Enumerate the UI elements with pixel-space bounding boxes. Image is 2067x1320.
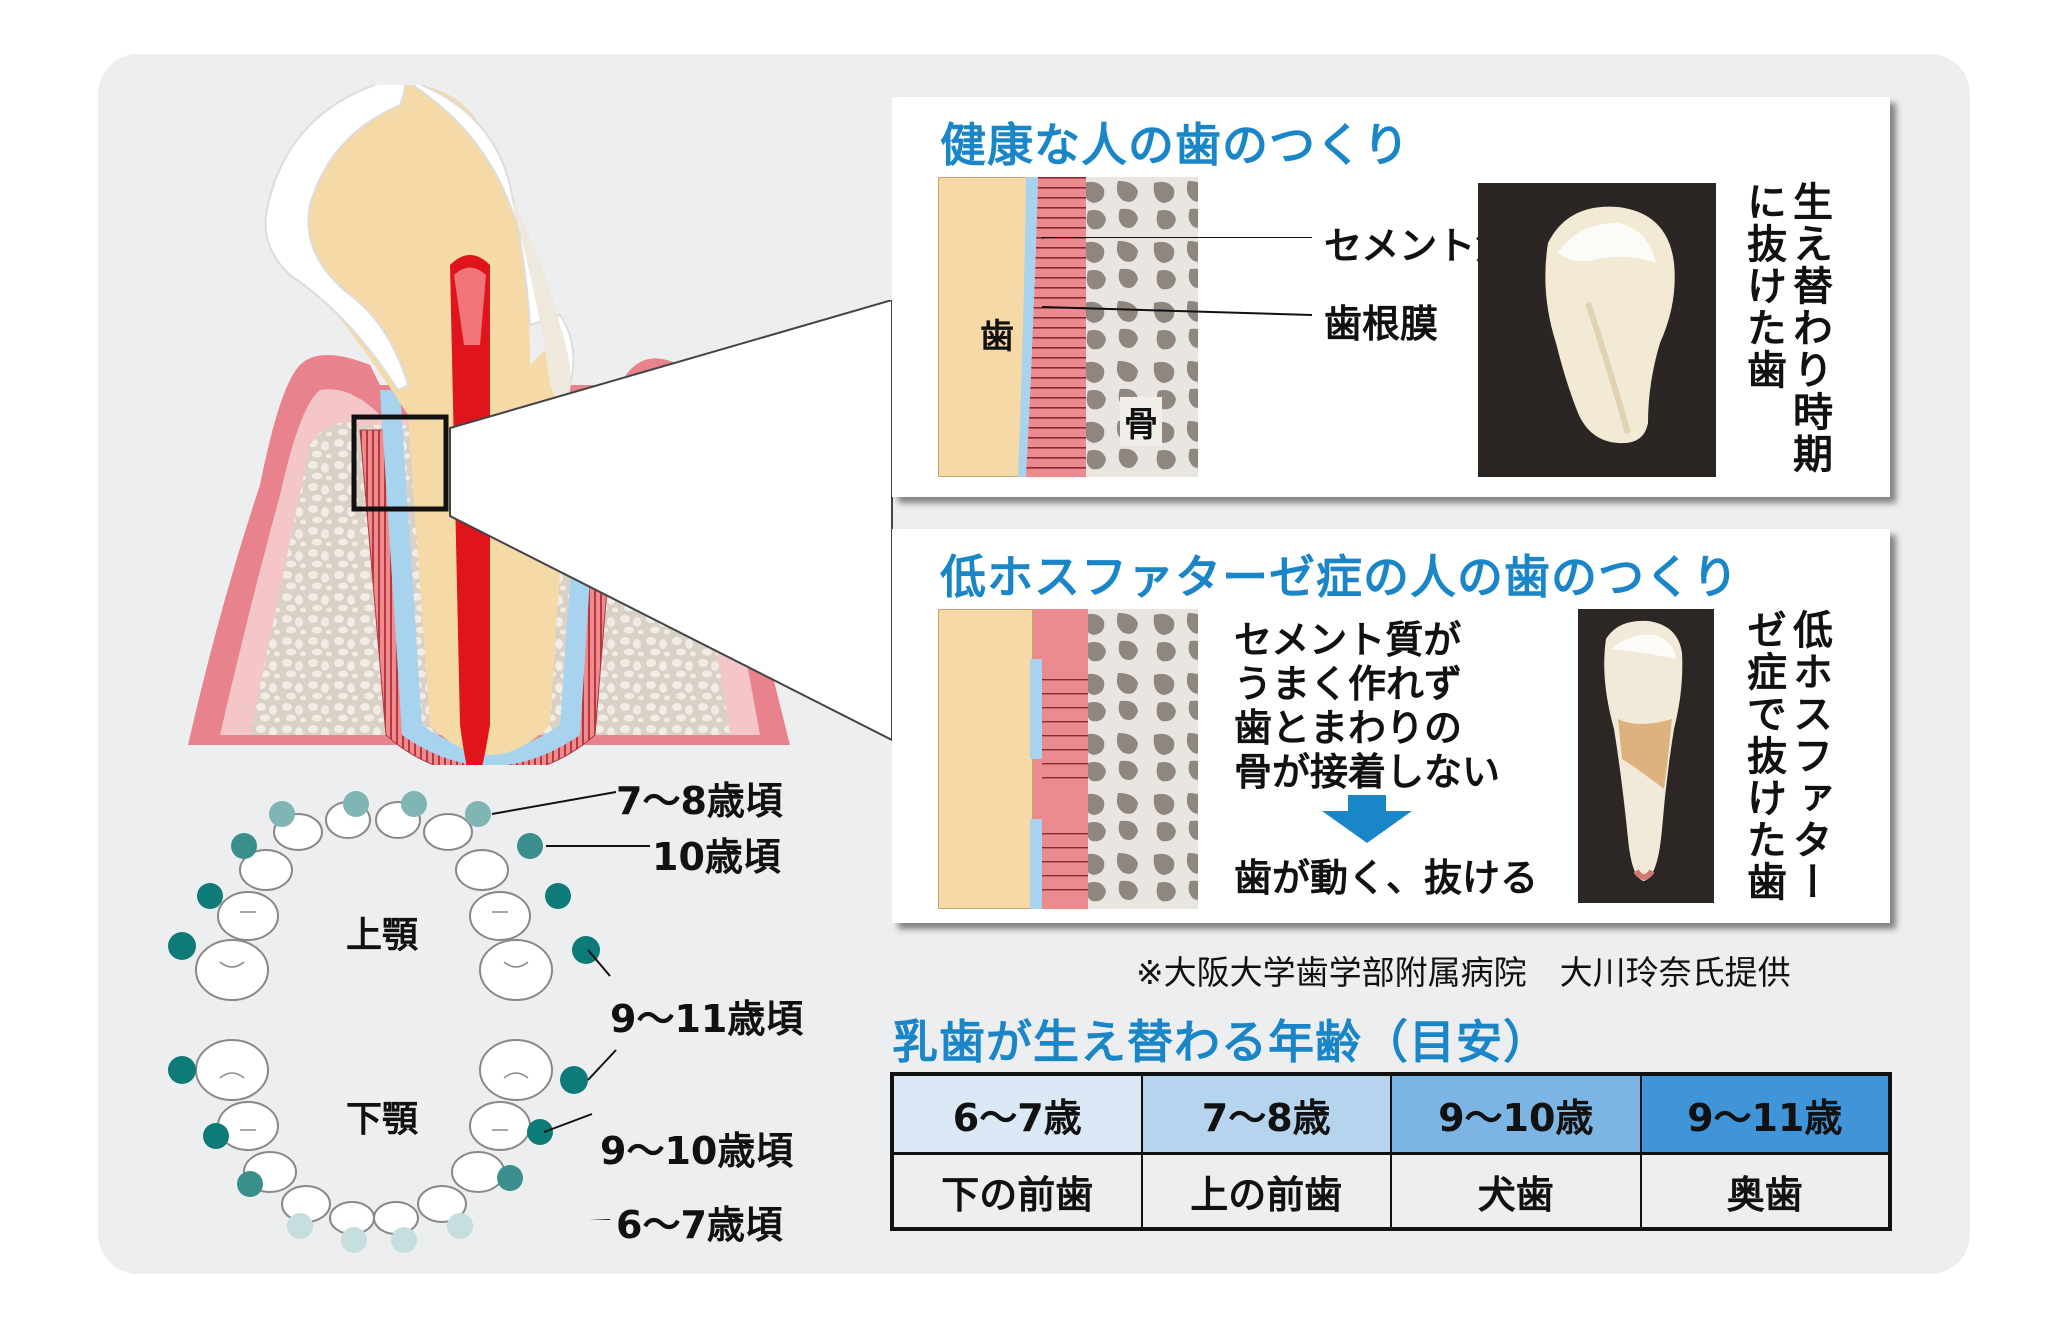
healthy-bone-label: 骨 <box>1120 397 1162 446</box>
lower-jaw-label: 下顎 <box>346 1099 419 1140</box>
table-age-cell: 6～7歳 <box>891 1073 1143 1155</box>
hpp-panel: 低ホスファターゼ症の人の歯のつくり <box>892 529 1890 923</box>
hpp-photo-caption: 低ホスファターゼ症で抜けた歯 <box>1740 609 1832 903</box>
healthy-tooth-label: 歯 <box>980 317 1014 357</box>
hpp-result: 歯が動く、抜ける <box>1234 856 1539 900</box>
healthy-tooth-photo <box>1478 183 1716 477</box>
replacement-age-table: 6～7歳 7～8歳 9～10歳 9～11歳 下の前歯 上の前歯 犬歯 奥歯 <box>890 1072 1892 1231</box>
table-tooth-cell: 犬歯 <box>1390 1152 1642 1230</box>
table-tooth-cell: 奥歯 <box>1639 1152 1891 1230</box>
age-6-7-label: 6～7歳頃 <box>616 1203 783 1247</box>
age-9-10-label: 9～10歳頃 <box>600 1129 794 1173</box>
table-tooth-cell: 上の前歯 <box>1140 1152 1392 1230</box>
hpp-desc-line-3: 歯とまわりの <box>1234 706 1463 750</box>
photo-credit: ※大阪大学歯学部附属病院 大川玲奈氏提供 <box>1136 953 1791 992</box>
table-age-cell: 9～10歳 <box>1390 1073 1642 1155</box>
callout-wedge <box>449 300 893 742</box>
hpp-title: 低ホスファターゼ症の人の歯のつくり <box>940 550 1739 604</box>
upper-jaw-label: 上顎 <box>346 915 419 956</box>
age-9-11-label: 9～11歳頃 <box>610 997 804 1041</box>
table-title: 乳歯が生え替わる年齢（目安） <box>892 1015 1550 1069</box>
dental-arch-diagram <box>168 791 600 1253</box>
hpp-desc-line-1: セメント質が <box>1234 618 1462 662</box>
table-age-cell: 7～8歳 <box>1140 1073 1392 1155</box>
healthy-leader-lines <box>1042 237 1313 316</box>
hpp-desc-line-2: うまく作れず <box>1234 662 1463 706</box>
hpp-tooth-photo <box>1578 609 1714 903</box>
age-leader-lines <box>491 791 650 1220</box>
age-7-8-label: 7～8歳頃 <box>616 779 783 823</box>
ligament-label: 歯根膜 <box>1324 302 1439 346</box>
healthy-title: 健康な人の歯のつくり <box>940 118 1410 172</box>
table-tooth-cell: 下の前歯 <box>891 1152 1143 1230</box>
age-10-label: 10歳頃 <box>652 835 781 879</box>
healthy-panel: 健康な人の歯のつくり 歯 骨 <box>892 97 1890 497</box>
healthy-structure <box>938 177 1198 477</box>
hpp-desc-line-4: 骨が接着しない <box>1234 750 1501 794</box>
down-arrow-icon <box>1322 795 1412 843</box>
hpp-structure <box>938 609 1198 909</box>
table-age-cell: 9～11歳 <box>1639 1073 1891 1155</box>
healthy-photo-caption: 生え替わり時期に抜けた歯 <box>1740 181 1832 475</box>
